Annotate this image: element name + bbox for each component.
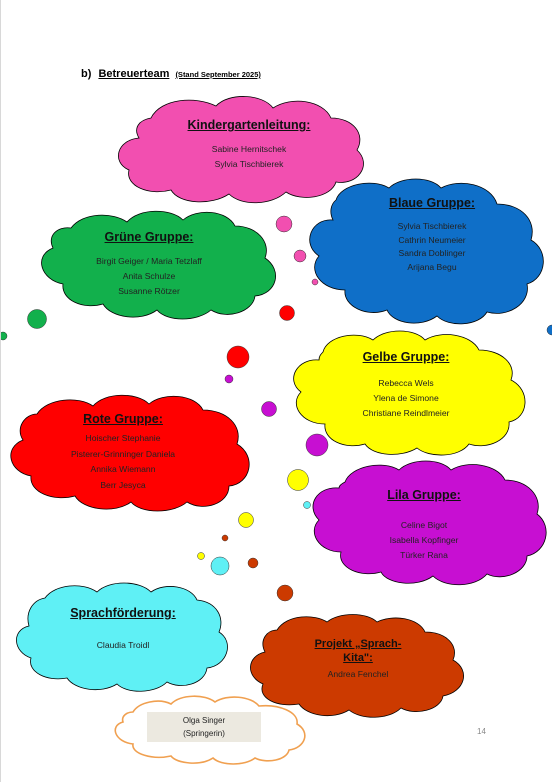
bubble	[303, 501, 311, 509]
group-gelbe: Gelbe Gruppe: Rebecca Wels Ylena de Simo…	[297, 350, 515, 421]
group-lila: Lila Gruppe: Celine Bigot Isabella Kopfi…	[317, 488, 531, 563]
group-gruene: Grüne Gruppe: Birgit Geiger / Maria Tetz…	[41, 230, 257, 299]
bubble	[238, 512, 254, 528]
bubble-group	[1, 215, 552, 602]
group-title: Lila Gruppe:	[387, 488, 461, 502]
group-blaue: Blaue Gruppe: Sylvia Tischbierek Cathrin…	[321, 196, 543, 274]
section-label: b)	[81, 68, 92, 80]
bubble	[287, 469, 309, 491]
group-title-line: Projekt „Sprach-	[314, 638, 402, 650]
group-member: Susanne Rötzer	[118, 286, 180, 296]
group-sprachkita: Projekt „Sprach- Kita": Andrea Fenchel	[263, 637, 453, 682]
bubble	[279, 305, 295, 321]
group-title: Rote Gruppe:	[83, 412, 163, 426]
bubble	[275, 215, 293, 233]
springer-box: Olga Singer (Springerin)	[147, 712, 261, 742]
cloud-lila	[312, 460, 547, 586]
cloud-sprachkita	[250, 614, 464, 718]
group-title: Projekt „Sprach- Kita":	[263, 637, 453, 665]
group-kindergartenleitung: Kindergartenleitung: Sabine Hernitschek …	[141, 118, 357, 172]
bubble	[210, 556, 230, 576]
bubble	[247, 557, 259, 569]
section-date-note: (Stand September 2025)	[175, 70, 261, 79]
group-sprachfoerderung: Sprachförderung: Claudia Troidl	[25, 606, 221, 653]
group-member: Cathrin Neumeier	[398, 234, 466, 245]
cloud-rote	[10, 394, 250, 512]
group-member: Isabella Kopfinger	[389, 535, 459, 545]
bubble	[305, 433, 329, 457]
group-rote: Rote Gruppe: Hoischer Stephanie Pisterer…	[11, 412, 235, 493]
cloud-sprachfoerderung	[16, 582, 228, 692]
springer-name: Olga Singer	[182, 716, 226, 725]
bubble	[27, 309, 47, 329]
group-member: Türker Rana	[400, 550, 448, 560]
group-member: Anita Schulze	[122, 271, 176, 281]
group-title-line: Kita":	[343, 652, 373, 664]
group-member: Sandra Doblinger	[398, 248, 466, 258]
group-title: Blaue Gruppe:	[388, 196, 476, 210]
bubble	[224, 374, 234, 384]
group-member: Andrea Fenchel	[327, 669, 389, 679]
cloud-kindergartenleitung	[118, 96, 364, 204]
group-title: Grüne Gruppe:	[104, 230, 194, 244]
group-member: Hoischer Stephanie	[85, 433, 161, 443]
bubble	[311, 278, 319, 286]
group-member: Annika Wiemann	[90, 464, 156, 474]
group-title: Gelbe Gruppe:	[362, 350, 450, 364]
bubble	[546, 324, 552, 336]
group-member: Sylvia Tischbierek	[397, 221, 467, 231]
group-member: Birgit Geiger / Maria Tetzlaff	[96, 256, 202, 266]
bubble	[197, 552, 205, 560]
group-member: Sabine Hernitschek	[211, 144, 287, 154]
bubble	[1, 331, 8, 341]
group-title: Kindergartenleitung:	[187, 118, 311, 132]
bubble	[276, 584, 294, 602]
group-member: Berr Jesyca	[100, 479, 146, 490]
bubble	[226, 345, 250, 369]
cloud-blaue	[309, 178, 544, 325]
group-member: Claudia Troidl	[96, 640, 150, 650]
group-member: Celine Bigot	[400, 520, 448, 530]
section-heading: b) Betreuerteam (Stand September 2025)	[81, 68, 261, 80]
cloud-gelbe	[293, 330, 526, 456]
group-member: Christiane Reindlmeier	[362, 408, 450, 418]
section-title: Betreuerteam	[98, 68, 170, 80]
group-member: Pisterer-Grinninger Daniela	[70, 448, 176, 459]
group-title: Sprachförderung:	[70, 606, 176, 620]
cloud-gruene	[41, 210, 276, 320]
bubble	[221, 534, 229, 542]
group-member: Sylvia Tischbierek	[214, 159, 284, 169]
springer-role: (Springerin)	[183, 729, 225, 738]
group-member: Ylena de Simone	[373, 393, 439, 403]
page-number: 14	[477, 727, 486, 736]
bubble	[261, 401, 277, 417]
bubble	[293, 249, 307, 263]
group-member: Rebecca Wels	[378, 378, 434, 388]
group-member: Arijana Begu	[407, 261, 457, 272]
